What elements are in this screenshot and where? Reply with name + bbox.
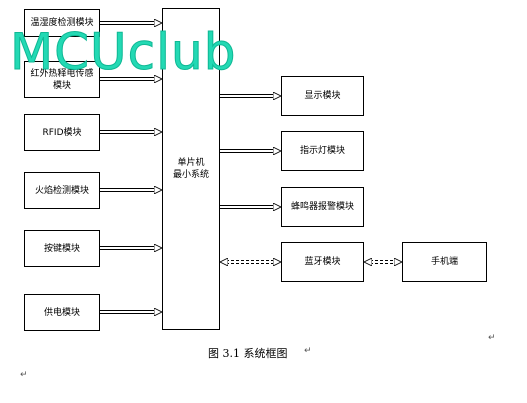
return-mark-caption: ↵ [304, 346, 312, 356]
phone-terminal: 手机端 [402, 242, 487, 282]
infrared-module: 红外热释电传感 模块 [24, 61, 100, 98]
return-mark-left: ↵ [20, 370, 28, 380]
temp-humidity-module: 温湿度检测模块 [24, 9, 100, 37]
arrow-keys [100, 247, 162, 250]
keys-module: 按键模块 [24, 230, 100, 267]
arrow-display [220, 95, 281, 98]
bluetooth-module: 蓝牙模块 [281, 242, 364, 282]
arrow-temp-humidity [100, 22, 162, 25]
mcu-minimum-system: 单片机 最小系统 [162, 8, 220, 330]
power-module: 供电模块 [24, 294, 100, 331]
arrow-bluetooth-phone [364, 261, 402, 264]
rfid-module: RFID模块 [24, 114, 100, 151]
arrow-buzzer [220, 206, 281, 209]
buzzer-alarm-module: 蜂鸣器报警模块 [281, 187, 364, 227]
arrow-rfid [100, 131, 162, 134]
return-mark-right: ↵ [488, 333, 496, 343]
display-module: 显示模块 [281, 76, 364, 116]
figure-caption: 图 3.1 系统框图 [208, 347, 288, 360]
arrow-power [100, 311, 162, 314]
indicator-module: 指示灯模块 [281, 131, 364, 171]
arrow-mcu-bluetooth [220, 261, 281, 264]
flame-detection-module: 火焰检测模块 [24, 172, 100, 209]
arrow-infrared [100, 78, 162, 81]
arrow-flame [100, 189, 162, 192]
arrow-indicator [220, 150, 281, 153]
